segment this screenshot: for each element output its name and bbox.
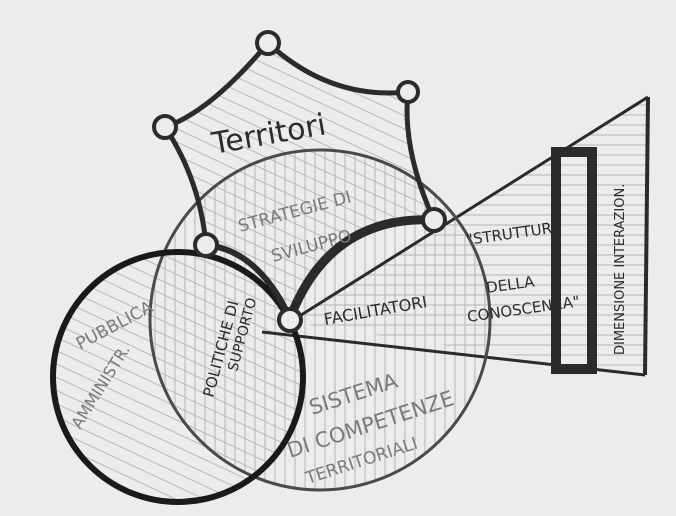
node-right	[423, 209, 445, 231]
node-left	[195, 234, 217, 256]
node-center	[279, 309, 301, 331]
node-crown-right	[398, 82, 418, 102]
node-top	[257, 32, 279, 54]
node-crown-left	[154, 116, 176, 138]
interaction-dimension-label: DIMENSIONE INTERAZION.	[613, 184, 628, 355]
